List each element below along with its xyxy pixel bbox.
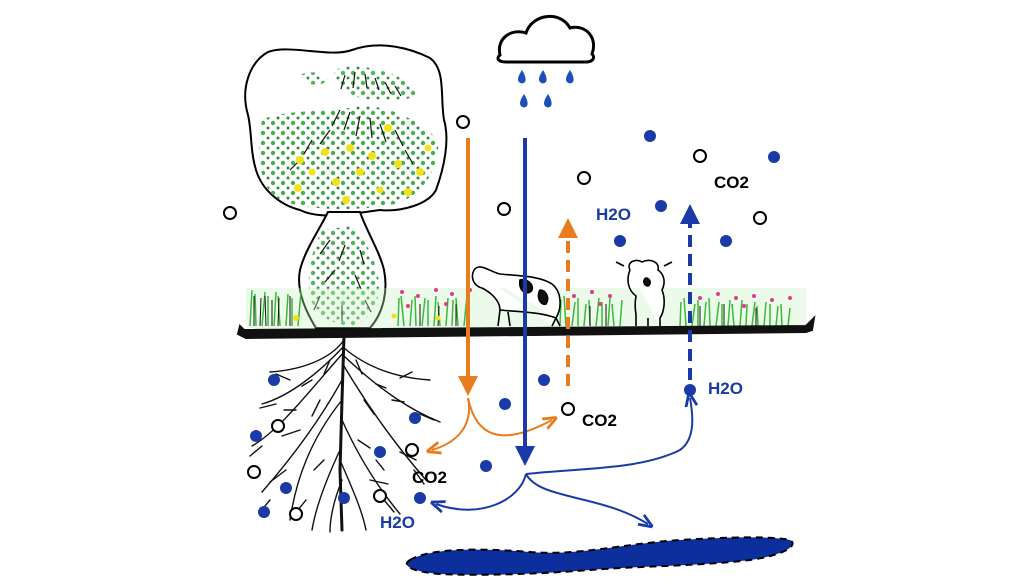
co2-soil-right-label: CO2 <box>582 411 617 430</box>
cow-icon <box>471 259 673 327</box>
carbon-split-left <box>432 397 470 450</box>
flow-arrows <box>432 138 700 524</box>
co2-sky-label: CO2 <box>714 173 749 192</box>
co2-molecules <box>223 115 767 521</box>
roots-icon <box>249 334 441 533</box>
carbon-split-right <box>467 397 552 437</box>
h2o-soil-left-label: H2O <box>380 513 415 532</box>
rain-cloud-icon <box>496 14 596 108</box>
h2o-sky-label: H2O <box>596 205 631 224</box>
tree-icon <box>244 44 448 329</box>
groundwater-pool-icon <box>405 536 794 576</box>
water-molecules <box>250 130 780 518</box>
water-split-up <box>525 398 692 475</box>
water-split-right <box>525 473 648 524</box>
h2o-soil-right-label: H2O <box>708 379 743 398</box>
water-split-left <box>436 473 527 510</box>
co2-soil-left-label: CO2 <box>412 468 447 487</box>
